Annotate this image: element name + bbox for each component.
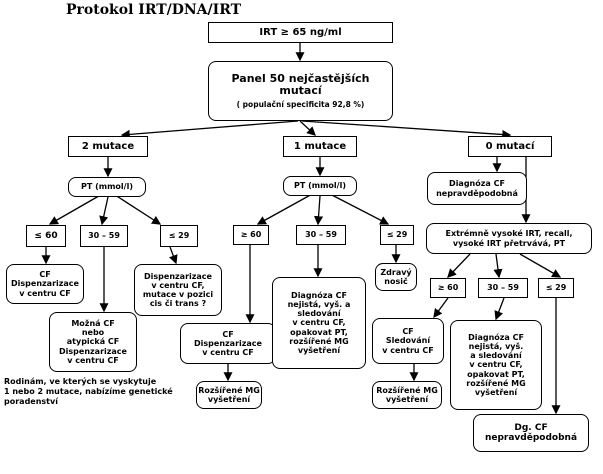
genetic-counseling-note: Rodinám, ve kterých se vyskytuje 1 nebo … [4,377,173,406]
right-rozsirene-mg-box: Rozšířené MG vyšetření [372,381,442,409]
middle-30-59-box: 30 – 59 [296,225,346,245]
right-diagnoza-nejista-box: Diagnóza CF nejistá, vyš. a sledování v … [450,320,542,410]
middle-diagnoza-nejista-box: Diagnóza CF nejistá, vyš. a sledování v … [272,277,366,369]
page-title: Protokol IRT/DNA/IRT [66,2,242,18]
zero-mutations-box: 0 mutací [468,136,552,157]
right-dg-cf-nepravdepodobna-box: Dg. CF nepravděpodobná [473,414,589,452]
left-dispenzarizace-cis-trans-box: Dispenzarizace v centru CF, mutace v poz… [134,264,222,316]
right-cf-sledovani-box: CF Sledování v centru CF [372,318,444,364]
right-ge60-box: ≥ 60 [430,278,466,298]
one-mutation-box: 1 mutace [283,136,357,157]
left-mozna-cf-box: Možná CF nebo atypická CF Dispenzarizace… [49,312,137,372]
left-cf-dispenzarizace-box: CF Dispenzarizace v centru CF [6,264,84,304]
mutation-panel-specificity: ( populační specificita 92,8 %) [236,99,365,109]
middle-zdravy-nosic-box: Zdravý nosič [375,263,417,291]
irt-threshold-box: IRT ≥ 65 ng/ml [208,22,393,43]
right-30-59-box: 30 – 59 [478,278,528,298]
right-le29-box: ≤ 29 [538,278,574,298]
left-le29-box: ≤ 29 [160,225,198,247]
mutation-panel-title: Panel 50 nejčastějších mutací [231,71,370,98]
left-30-59-box: 30 – 59 [80,225,128,247]
middle-cf-dispenzarizace-box: CF Dispenzarizace v centru CF [180,323,276,364]
two-mutations-box: 2 mutace [68,136,148,157]
mutation-panel-box: Panel 50 nejčastějších mutací ( populačn… [208,61,393,121]
right-diagnoza-nepravdepodobna-box: Diagnóza CF nepravděpodobná [427,172,527,205]
pt-middle-box: PT (mmol/l) [283,176,357,196]
right-extremne-vysoke-irt-box: Extrémně vysoké IRT, recall, vysoké IRT … [426,223,592,254]
middle-ge60-box: ≥ 60 [233,225,269,245]
pt-left-box: PT (mmol/l) [68,177,146,197]
middle-le29-box: ≤ 29 [380,225,414,245]
left-le60-box: ≤ 60 [26,225,66,247]
middle-rozsirene-mg-box: Rozšířené MG vyšetření [196,381,262,409]
